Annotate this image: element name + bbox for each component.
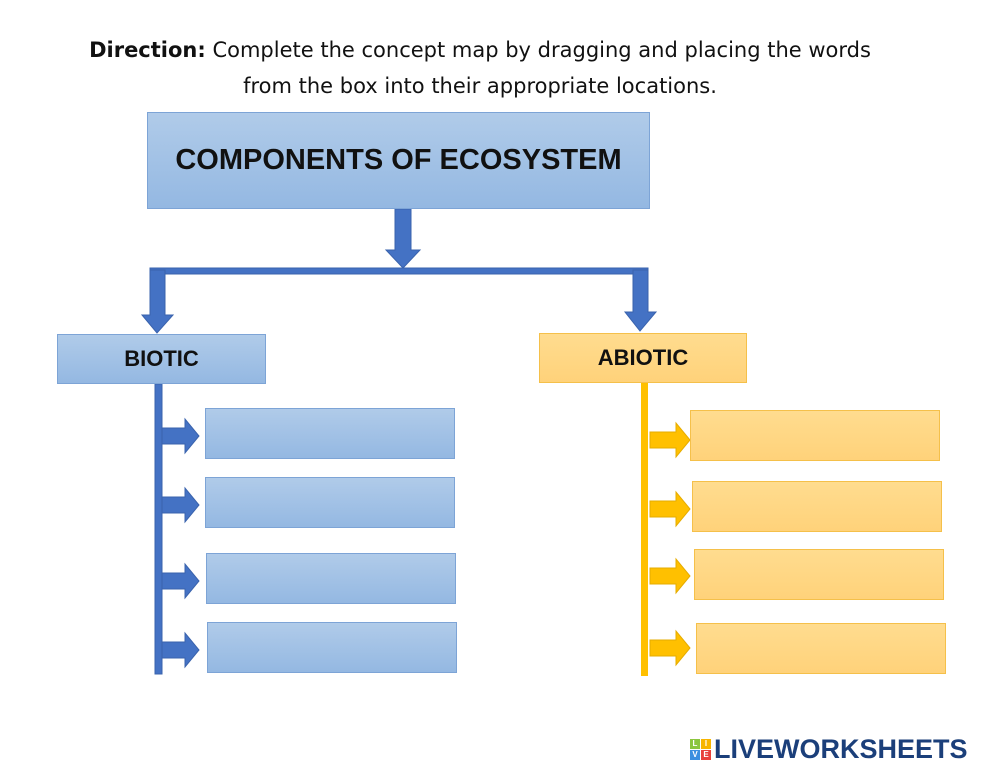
biotic-drop-slot-1[interactable] [205,408,455,459]
abiotic-arrow-right-icon-1 [649,421,691,459]
abiotic-arrow-right-icon-3 [649,557,691,595]
abiotic-box: ABIOTIC [539,333,747,383]
arrow-down-abiotic [623,269,658,332]
logo-text: LIVEWORKSHEETS [714,734,968,764]
abiotic-drop-slot-1[interactable] [690,410,940,461]
liveworksheets-logo: L I V E LIVEWORKSHEETS [690,734,968,765]
abiotic-drop-slot-2[interactable] [692,481,942,532]
arrow-down-biotic [140,269,175,334]
direction-body-2: from the box into their appropriate loca… [243,74,717,98]
abiotic-drop-slot-4[interactable] [696,623,946,674]
abiotic-vertical-line [641,383,648,676]
title-text: COMPONENTS OF ECOSYSTEM [175,144,622,176]
biotic-label: BIOTIC [124,346,199,371]
biotic-box: BIOTIC [57,334,266,384]
direction-body: Complete the concept map by dragging and… [212,38,871,62]
abiotic-drop-slot-3[interactable] [694,549,944,600]
biotic-arrow-right-icon-3 [161,562,200,600]
biotic-arrow-right-icon-4 [161,631,200,669]
biotic-arrow-right-icon-2 [161,486,200,524]
abiotic-arrow-right-icon-4 [649,629,691,667]
biotic-vertical-line [154,383,163,675]
logo-tiles-icon: L I V E [690,739,711,760]
biotic-drop-slot-2[interactable] [205,477,455,528]
biotic-arrow-right-icon-1 [161,417,200,455]
title-box: COMPONENTS OF ECOSYSTEM [147,112,650,209]
biotic-drop-slot-3[interactable] [206,553,456,604]
biotic-drop-slot-4[interactable] [207,622,457,673]
direction-label: Direction: [89,38,206,62]
abiotic-label: ABIOTIC [597,345,689,370]
abiotic-arrow-right-icon-2 [649,490,691,528]
horizontal-connector [149,267,649,275]
arrow-down-main [384,208,422,269]
direction-text: Direction: Complete the concept map by d… [0,32,960,104]
